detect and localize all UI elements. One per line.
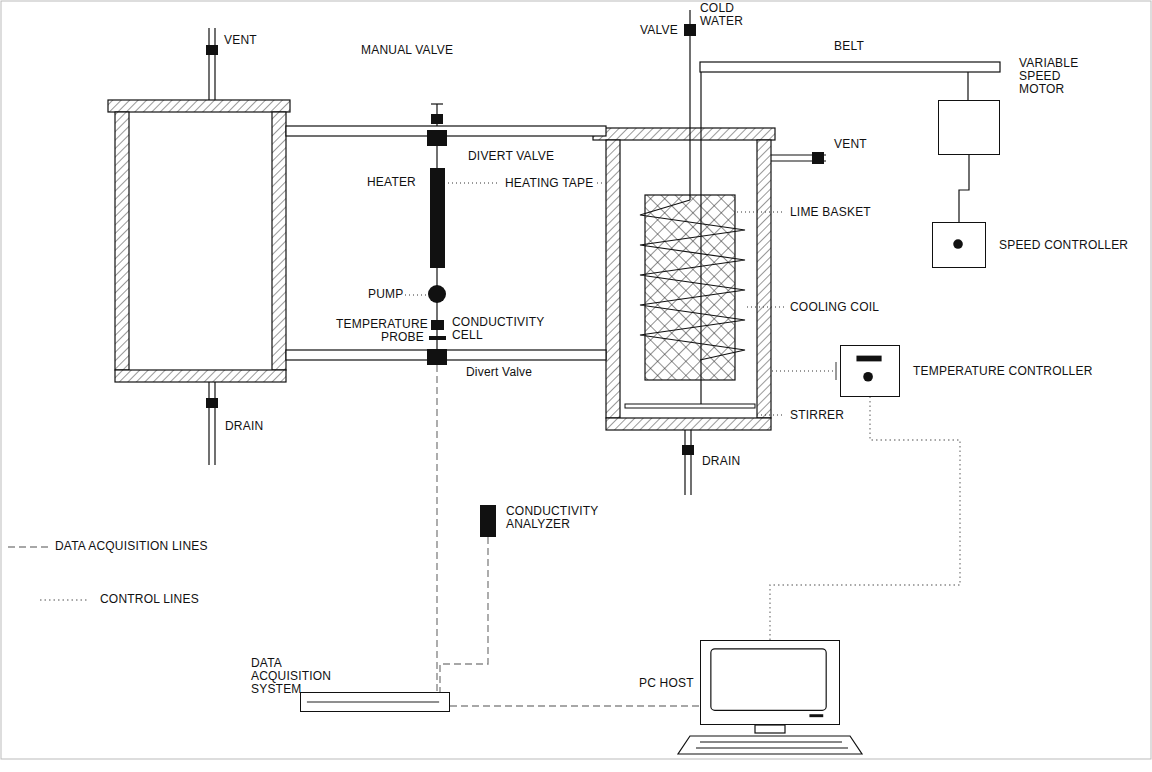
component-label: Divert Valve xyxy=(466,366,532,379)
belt xyxy=(700,62,1000,72)
left-tank xyxy=(108,100,290,382)
part-label: PUMP xyxy=(368,288,403,301)
component-label: SPEED CONTROLLER xyxy=(999,239,1128,252)
speed-controller-box-detail xyxy=(933,223,985,267)
legend-entry: CONTROL LINES xyxy=(40,593,440,607)
component-label: VARIABLE SPEED MOTOR xyxy=(1019,57,1089,96)
temperature-probe xyxy=(429,336,446,340)
legend-line-sample xyxy=(40,593,88,607)
part-label: LIME BASKET xyxy=(790,206,871,219)
lime-basket xyxy=(645,195,735,380)
part-label: VALVE xyxy=(640,24,678,37)
part-label: VENT xyxy=(834,138,867,151)
component-label: DATA ACQUISITION SYSTEM xyxy=(251,657,361,696)
temperature-controller-box: TEMPERATURE CONTROLLER xyxy=(840,345,900,397)
analyzer-box: CONDUCTIVITY ANALYZER xyxy=(480,505,496,537)
cable-line xyxy=(959,155,969,222)
part-label: TEMPERATURE PROBE xyxy=(336,318,424,344)
data-line xyxy=(450,705,700,706)
data-line xyxy=(440,537,488,692)
part-label: COLD WATER xyxy=(700,2,750,28)
right-tank xyxy=(593,128,775,430)
heater xyxy=(430,168,445,268)
cooling-coil xyxy=(640,200,745,360)
legend-text: DATA ACQUISITION LINES xyxy=(55,540,208,553)
conductivity-cell xyxy=(431,320,444,330)
leader-lines xyxy=(405,183,836,415)
pump xyxy=(428,285,446,303)
part-label: HEATER xyxy=(367,176,416,189)
pipes xyxy=(209,10,968,495)
part-label: VENT xyxy=(224,34,257,47)
daq-box-detail xyxy=(301,693,449,711)
legend-line-sample xyxy=(8,540,48,554)
pc-monitor-detail xyxy=(701,641,839,724)
pc-monitor: PC HOST xyxy=(700,640,840,725)
data-line xyxy=(436,365,437,692)
legend-entry: DATA ACQUISITION LINES xyxy=(8,540,408,554)
component-label: CONDUCTIVITY ANALYZER xyxy=(506,505,606,531)
valves xyxy=(206,24,824,455)
motor-box: VARIABLE SPEED MOTOR xyxy=(938,100,1000,155)
control-line xyxy=(770,397,960,640)
daq-box: DATA ACQUISITION SYSTEM xyxy=(300,692,450,712)
part-label: DIVERT VALVE xyxy=(468,150,554,163)
divert-valve: Divert Valve xyxy=(427,349,447,365)
part-label: MANUAL VALVE xyxy=(361,44,453,57)
part-label: DRAIN xyxy=(225,420,263,433)
stirrer-blade xyxy=(625,404,755,408)
component-label: PC HOST xyxy=(639,677,694,690)
part-label: STIRRER xyxy=(790,409,844,422)
component-label: TEMPERATURE CONTROLLER xyxy=(913,365,1093,378)
keyboard xyxy=(678,725,862,754)
part-label: BELT xyxy=(834,40,864,53)
part-label: CONDUCTIVITY CELL xyxy=(452,316,547,342)
leader-tick xyxy=(836,362,837,380)
legend-text: CONTROL LINES xyxy=(100,593,199,606)
part-label: HEATING TAPE xyxy=(505,177,593,190)
part-label: COOLING COIL xyxy=(790,301,879,314)
part-label: DRAIN xyxy=(702,455,740,468)
temperature-controller-box-detail xyxy=(841,346,899,396)
speed-controller-box: SPEED CONTROLLER xyxy=(932,222,986,268)
